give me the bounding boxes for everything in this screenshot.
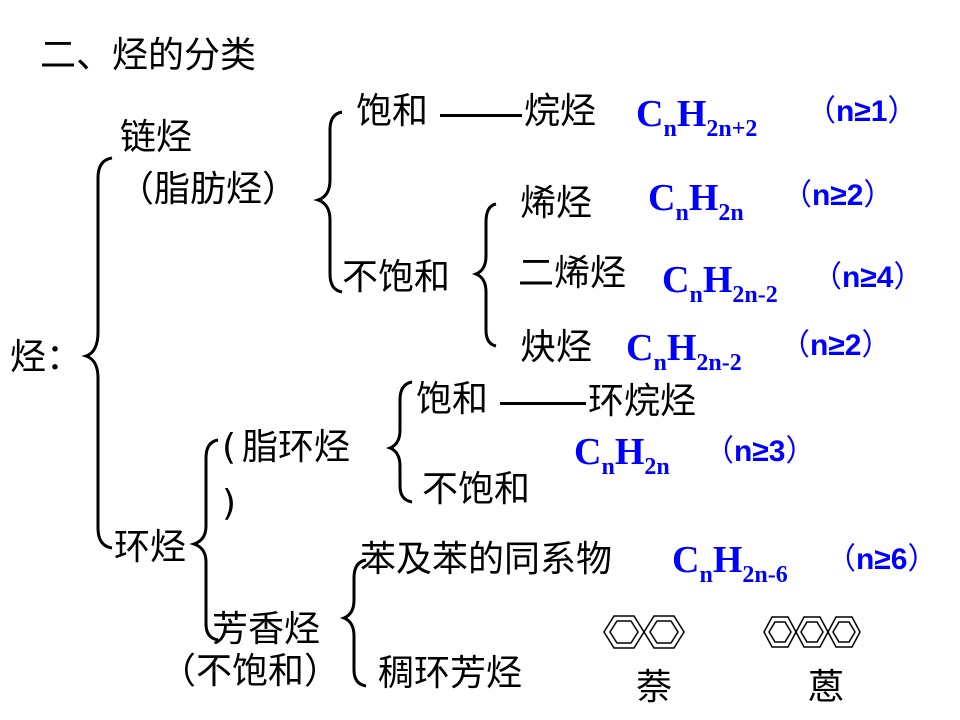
alicyclic-close-paren: ) xyxy=(222,483,237,524)
benzene-condition: （n≥6） xyxy=(826,542,938,577)
root-bracket xyxy=(81,156,113,550)
aromatic-sub-label: （不饱和） xyxy=(160,651,341,692)
alkene-formula: CnH2n xyxy=(648,177,744,226)
ring-bracket xyxy=(189,438,219,642)
alicyclic-saturated-label: 饱和 xyxy=(416,379,489,420)
aromatic-label: 芳香烃 xyxy=(212,609,321,650)
naphthalene-label: 萘 xyxy=(636,667,673,708)
ring-label: 环烃 xyxy=(114,527,187,568)
alkene-condition: （n≥2） xyxy=(782,178,894,213)
benzene-name: 苯及苯的同系物 xyxy=(360,539,613,580)
chain-bracket xyxy=(313,110,343,294)
alicyclic-label: 脂环烃 xyxy=(242,427,351,468)
alkane-name: 烷烃 xyxy=(524,91,597,132)
unsaturated-label: 不饱和 xyxy=(342,257,451,298)
aromatic-bracket xyxy=(339,558,367,688)
section-title: 二、烃的分类 xyxy=(40,35,257,76)
cycloalkane-formula: CnH2n xyxy=(574,431,670,480)
anthracene-label: 蒽 xyxy=(808,667,845,708)
diene-name: 二烯烃 xyxy=(518,253,627,294)
root-label: 烃： xyxy=(10,337,83,378)
alkane-formula: CnH2n+2 xyxy=(636,93,758,142)
alicyclic-saturated-dash xyxy=(500,402,586,405)
chain-sub-label: （脂肪烃） xyxy=(118,169,299,210)
fused-ring-label: 稠环芳烃 xyxy=(378,653,523,694)
diene-condition: （n≥4） xyxy=(812,260,924,295)
alicyclic-bracket xyxy=(385,380,413,504)
saturated-dash xyxy=(440,114,522,117)
chain-label: 链烃 xyxy=(120,117,193,158)
alkene-name: 烯烃 xyxy=(520,183,593,224)
alicyclic-open-paren: ( xyxy=(222,427,237,468)
saturated-label: 饱和 xyxy=(356,91,429,132)
benzene-formula: CnH2n-6 xyxy=(672,539,788,588)
unsat-bracket xyxy=(471,202,497,348)
cycloalkane-name: 环烷烃 xyxy=(588,381,697,422)
alkane-condition: （n≥1） xyxy=(806,94,918,129)
cycloalkane-condition: （n≥3） xyxy=(704,434,816,469)
naphthalene-structure xyxy=(603,615,685,649)
diene-formula: CnH2n-2 xyxy=(662,259,778,308)
alicyclic-unsaturated-label: 不饱和 xyxy=(422,469,531,510)
alkyne-condition: （n≥2） xyxy=(780,328,892,363)
alkyne-name: 炔烃 xyxy=(520,327,593,368)
anthracene-structure xyxy=(763,616,861,648)
alkyne-formula: CnH2n-2 xyxy=(626,327,742,376)
